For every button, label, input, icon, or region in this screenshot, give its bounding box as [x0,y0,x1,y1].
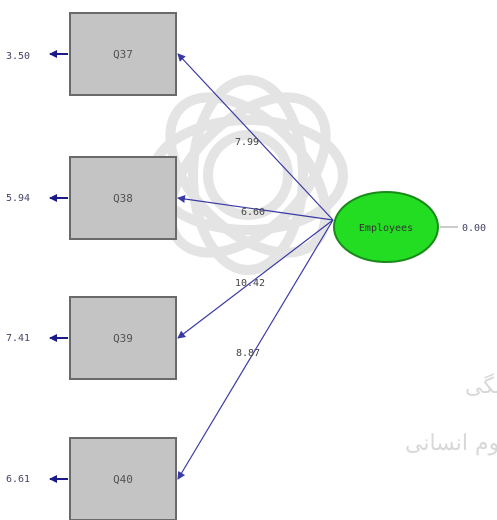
watermark-line-1: پژوهشگاه علوم انسانی و مطالعات فرهنگی [465,373,497,399]
indicator-label-q37: Q37 [113,48,133,61]
loading-label-q38: 6.60 [241,207,265,218]
indicator-label-q40: Q40 [113,473,133,486]
loading-label-q40: 8.87 [236,348,260,359]
error-label-q39: 7.41 [6,333,30,344]
latent-variance-label: 0.00 [462,223,486,234]
latent-employees[interactable]: Employees [333,191,439,263]
indicator-box-q37[interactable]: Q37 [69,12,177,96]
loading-path-q38 [177,195,334,221]
loading-paths [177,53,334,480]
watermark-line-2: پرتال جامع علوم انسانی [405,431,497,456]
indicator-box-q38[interactable]: Q38 [69,156,177,240]
loading-path-q40 [177,219,334,480]
watermark-emblem [148,75,348,275]
loading-label-q39: 10.42 [235,278,265,289]
indicator-label-q38: Q38 [113,192,133,205]
error-label-q37: 3.50 [6,51,30,62]
indicator-box-q40[interactable]: Q40 [69,437,177,520]
latent-label: Employees [359,223,413,234]
loading-path-q37 [177,53,334,221]
error-arrows [49,50,68,483]
loading-path-q39 [177,219,334,339]
error-label-q40: 6.61 [6,474,30,485]
loading-label-q37: 7.99 [235,137,259,148]
error-label-q38: 5.94 [6,193,30,204]
indicator-label-q39: Q39 [113,332,133,345]
indicator-box-q39[interactable]: Q39 [69,296,177,380]
